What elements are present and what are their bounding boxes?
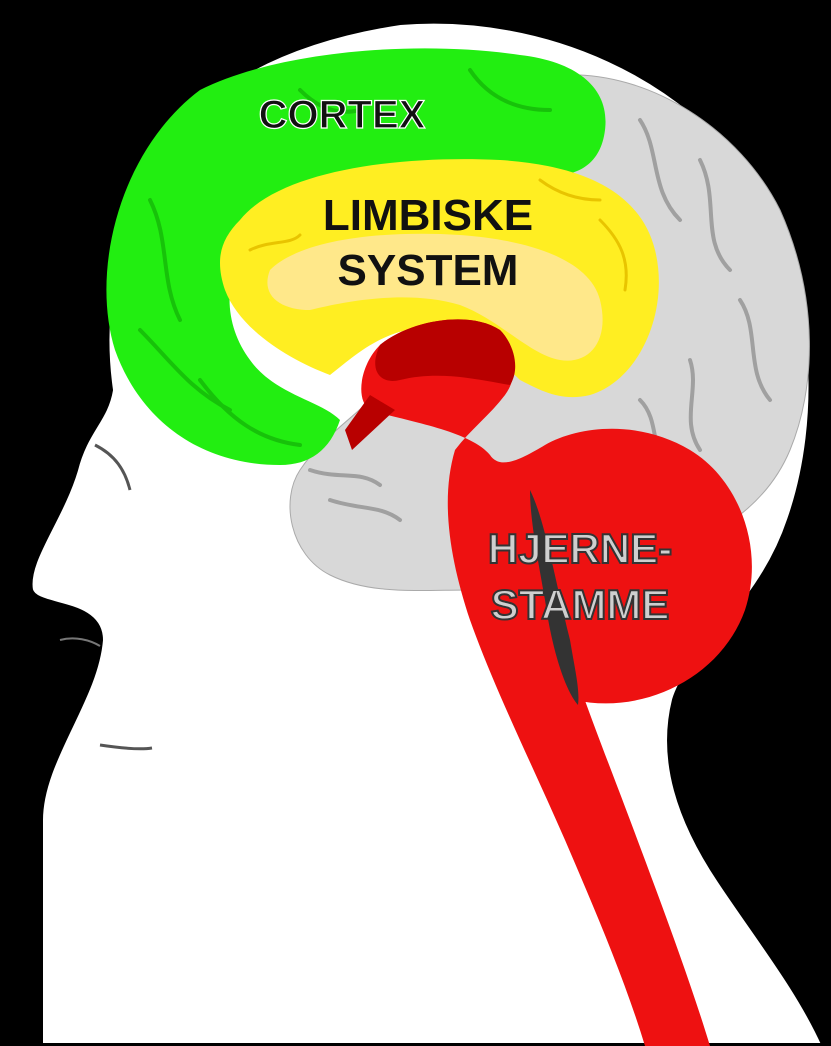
limbic-label-line2: SYSTEM (338, 246, 519, 295)
limbic-label-line1: LIMBISKE (323, 191, 533, 240)
brainstem-label-line2: STAMME (491, 581, 670, 628)
brainstem-label-line1: HJERNE- (488, 525, 672, 572)
cortex-label: CORTEX (259, 93, 426, 137)
